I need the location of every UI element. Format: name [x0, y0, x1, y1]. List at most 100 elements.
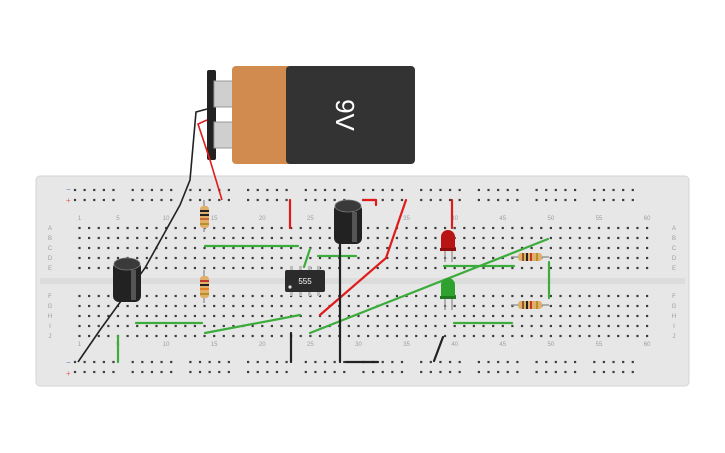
- breadboard-hole[interactable]: [597, 334, 601, 338]
- rail-hole[interactable]: [564, 198, 567, 202]
- breadboard-hole[interactable]: [232, 236, 235, 240]
- breadboard-hole[interactable]: [184, 294, 187, 298]
- rail-hole[interactable]: [593, 370, 596, 374]
- breadboard-hole[interactable]: [232, 334, 235, 338]
- rail-hole[interactable]: [545, 198, 548, 202]
- rail-hole[interactable]: [602, 188, 606, 192]
- rail-hole[interactable]: [150, 370, 154, 374]
- breadboard-hole[interactable]: [511, 314, 514, 318]
- rail-hole[interactable]: [227, 370, 230, 374]
- breadboard-hole[interactable]: [588, 294, 591, 298]
- breadboard-hole[interactable]: [559, 256, 562, 260]
- breadboard-hole[interactable]: [424, 294, 427, 298]
- rail-hole[interactable]: [612, 198, 615, 202]
- breadboard-hole[interactable]: [222, 334, 225, 338]
- breadboard-hole[interactable]: [203, 256, 206, 260]
- breadboard-hole[interactable]: [232, 246, 235, 250]
- rail-hole[interactable]: [622, 188, 625, 192]
- breadboard-hole[interactable]: [193, 314, 197, 318]
- breadboard-hole[interactable]: [251, 294, 254, 298]
- breadboard-hole[interactable]: [280, 294, 283, 298]
- breadboard-hole[interactable]: [569, 334, 572, 338]
- breadboard-hole[interactable]: [569, 266, 572, 270]
- rail-hole[interactable]: [400, 370, 404, 374]
- rail-hole[interactable]: [554, 198, 557, 202]
- rail-hole[interactable]: [516, 188, 519, 192]
- resistor-vertical-top[interactable]: [200, 200, 209, 232]
- breadboard-hole[interactable]: [376, 324, 379, 328]
- rail-hole[interactable]: [141, 360, 144, 364]
- breadboard-hole[interactable]: [357, 324, 360, 328]
- breadboard-hole[interactable]: [290, 304, 293, 308]
- rail-hole[interactable]: [218, 198, 221, 202]
- breadboard-hole[interactable]: [472, 256, 476, 260]
- breadboard-hole[interactable]: [290, 226, 293, 230]
- breadboard-hole[interactable]: [540, 324, 543, 328]
- breadboard-hole[interactable]: [530, 314, 533, 318]
- breadboard-hole[interactable]: [559, 226, 562, 230]
- breadboard-hole[interactable]: [472, 236, 476, 240]
- breadboard-hole[interactable]: [88, 334, 91, 338]
- breadboard-hole[interactable]: [193, 324, 197, 328]
- rail-hole[interactable]: [93, 370, 96, 374]
- rail-hole[interactable]: [439, 198, 442, 202]
- breadboard-hole[interactable]: [184, 266, 187, 270]
- breadboard-hole[interactable]: [395, 324, 399, 328]
- rail-hole[interactable]: [554, 370, 557, 374]
- breadboard-hole[interactable]: [367, 226, 370, 230]
- rail-hole[interactable]: [83, 360, 86, 364]
- rail-hole[interactable]: [189, 370, 192, 374]
- breadboard-hole[interactable]: [136, 304, 139, 308]
- breadboard-hole[interactable]: [290, 256, 293, 260]
- breadboard-hole[interactable]: [386, 294, 389, 298]
- rail-hole[interactable]: [266, 370, 269, 374]
- breadboard-hole[interactable]: [280, 256, 283, 260]
- breadboard-hole[interactable]: [251, 324, 254, 328]
- breadboard-hole[interactable]: [145, 294, 148, 298]
- rail-hole[interactable]: [535, 188, 538, 192]
- rail-hole[interactable]: [612, 188, 615, 192]
- rail-hole[interactable]: [602, 198, 606, 202]
- breadboard-hole[interactable]: [520, 226, 524, 230]
- breadboard-hole[interactable]: [395, 256, 399, 260]
- breadboard-hole[interactable]: [578, 256, 581, 260]
- breadboard-hole[interactable]: [511, 334, 514, 338]
- breadboard-hole[interactable]: [434, 226, 437, 230]
- breadboard-hole[interactable]: [213, 334, 216, 338]
- breadboard-hole[interactable]: [530, 324, 533, 328]
- breadboard-hole[interactable]: [405, 256, 408, 260]
- breadboard-hole[interactable]: [261, 256, 264, 260]
- breadboard-hole[interactable]: [434, 304, 437, 308]
- rail-hole[interactable]: [304, 188, 307, 192]
- breadboard-hole[interactable]: [424, 334, 427, 338]
- rail-hole[interactable]: [554, 360, 557, 364]
- rail-hole[interactable]: [477, 188, 480, 192]
- rail-hole[interactable]: [73, 188, 77, 192]
- breadboard-hole[interactable]: [318, 324, 322, 328]
- breadboard-hole[interactable]: [367, 294, 370, 298]
- breadboard-hole[interactable]: [434, 314, 437, 318]
- breadboard-hole[interactable]: [116, 256, 120, 260]
- breadboard-hole[interactable]: [309, 314, 312, 318]
- breadboard-hole[interactable]: [559, 294, 562, 298]
- breadboard-hole[interactable]: [222, 266, 225, 270]
- breadboard-hole[interactable]: [155, 294, 158, 298]
- rail-hole[interactable]: [256, 370, 259, 374]
- rail-hole[interactable]: [458, 188, 461, 192]
- breadboard-hole[interactable]: [367, 334, 370, 338]
- rail-hole[interactable]: [170, 188, 173, 192]
- rail-hole[interactable]: [285, 360, 288, 364]
- breadboard-hole[interactable]: [617, 256, 620, 260]
- breadboard-hole[interactable]: [569, 294, 572, 298]
- breadboard-hole[interactable]: [492, 246, 495, 250]
- breadboard-hole[interactable]: [213, 294, 216, 298]
- breadboard-hole[interactable]: [395, 294, 399, 298]
- breadboard-hole[interactable]: [645, 266, 649, 270]
- breadboard-hole[interactable]: [395, 246, 399, 250]
- breadboard-hole[interactable]: [482, 304, 485, 308]
- breadboard-hole[interactable]: [463, 324, 466, 328]
- breadboard-hole[interactable]: [501, 246, 504, 250]
- breadboard-hole[interactable]: [569, 246, 572, 250]
- breadboard-hole[interactable]: [270, 294, 273, 298]
- breadboard-hole[interactable]: [357, 246, 360, 250]
